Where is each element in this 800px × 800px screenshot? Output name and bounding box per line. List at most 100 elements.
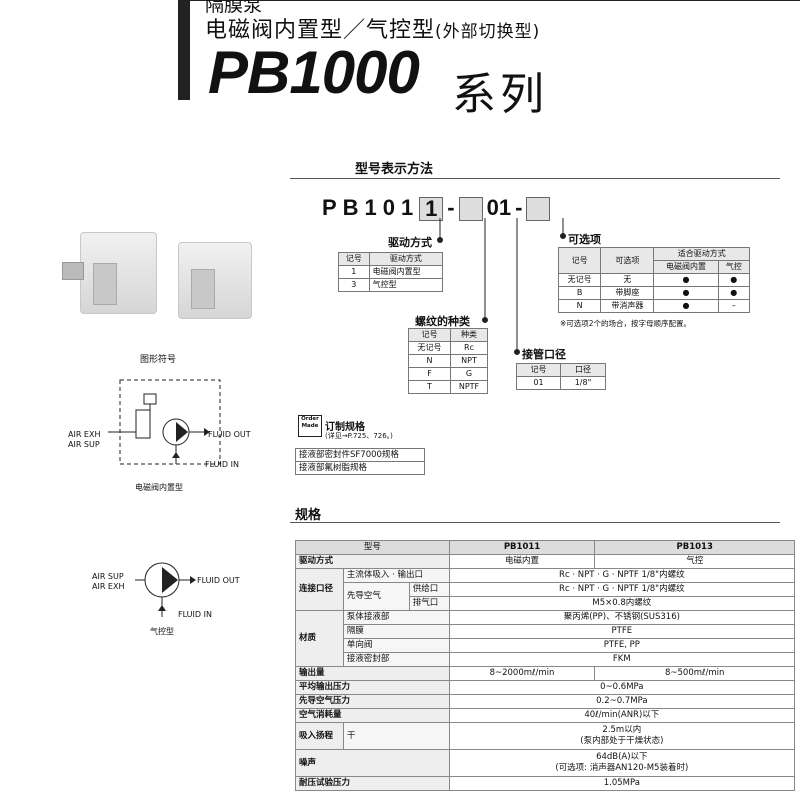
- port-title: 接管口径: [522, 348, 566, 361]
- option-header-air: 气控: [717, 260, 751, 274]
- cell: 0.2~0.7MPa: [448, 694, 796, 709]
- order-made-icon-top: Order: [301, 416, 319, 422]
- cell: 无记号: [557, 273, 602, 287]
- table-row: 单向阀 PTFE, PP: [296, 638, 796, 653]
- cell: 气控型: [368, 278, 444, 292]
- table-row: 材质 泵体接液部 聚丙烯(PP)、不锈钢(SUS316): [295, 610, 796, 667]
- cell: ●: [653, 286, 719, 300]
- model-title: PB1000: [208, 39, 420, 106]
- solenoid-symbol-diagram: [108, 379, 221, 465]
- table-row: 平均输出压力 0~0.6MPa: [295, 680, 796, 695]
- cell: NPT: [450, 354, 488, 368]
- cell: 材质: [295, 610, 344, 667]
- cell: 无记号: [408, 341, 451, 355]
- product-photo-air: [178, 242, 252, 319]
- cell: ●: [717, 273, 751, 287]
- cell: 先导空气压力: [295, 694, 450, 709]
- spec-title: 规格: [295, 508, 322, 523]
- table-row: 驱动方式 电磁内置 气控: [295, 554, 795, 569]
- air-symbol-diagram: [135, 562, 196, 617]
- option-header-solenoid: 电磁阀内置: [653, 260, 719, 274]
- cell: T: [408, 380, 451, 394]
- cell: 带脚座: [600, 286, 655, 300]
- drive-title: 驱动方式: [388, 236, 432, 249]
- cell: 2.5m以内(泵内部处于干燥状态): [448, 722, 796, 750]
- sol-fluid-in: FLUID IN: [205, 460, 239, 469]
- cell: Rc · NPT · G · NPTF 1/8"内螺纹: [448, 568, 796, 583]
- table-row: 接液部氟树脂规格: [295, 461, 425, 475]
- suction-note: (泵内部处于干燥状态): [580, 736, 664, 746]
- air-air-exh: AIR EXH: [92, 582, 125, 591]
- option-header-option: 可选项: [600, 247, 655, 274]
- code-dash: -: [515, 195, 523, 220]
- header-subtitle: 电磁阀内置型／气控型(外部切换型): [205, 12, 540, 44]
- cell: 接液密封部: [342, 652, 450, 667]
- cell: 耐压试验压力: [295, 776, 450, 791]
- code-option-box: [526, 197, 551, 222]
- cell: 0~0.6MPa: [448, 680, 796, 695]
- air-caption: 气控型: [150, 627, 174, 636]
- cell: N: [557, 299, 602, 313]
- product-panel: [191, 269, 215, 309]
- sol-fluid-out: FLUID OUT: [208, 430, 251, 439]
- thread-title: 螺纹的种类: [415, 315, 470, 328]
- noise-note: (可选项: 消声器AN120-M5装着时): [555, 763, 689, 773]
- cell: PTFE, PP: [448, 638, 796, 653]
- option-header-code: 记号: [557, 247, 602, 274]
- code-port: 01: [486, 195, 512, 220]
- product-foot: [62, 262, 84, 280]
- order-made-icon: Order Made: [298, 415, 322, 437]
- spec-header-model: 型号: [295, 540, 450, 555]
- cell: ●: [653, 273, 719, 287]
- header-top-rule: [190, 0, 800, 1]
- cell: 干: [342, 722, 450, 750]
- air-air-sup: AIR SUP: [92, 572, 124, 581]
- cell: 3: [338, 278, 370, 292]
- spec-table: 型号 PB1011 PB1013 驱动方式 电磁内置 气控 连接口径 主流体吸入…: [295, 540, 796, 791]
- cell: 平均输出压力: [295, 680, 450, 695]
- cell: 8~2000mℓ/min: [448, 666, 596, 681]
- cell: 01: [516, 376, 561, 390]
- cell: 气控: [594, 554, 795, 569]
- cell: F: [408, 367, 451, 381]
- order-made-table: 接液部密封件SF7000规格 接液部氟树脂规格: [295, 448, 425, 475]
- thread-header-code: 记号: [408, 328, 451, 342]
- port-header-code: 记号: [516, 363, 561, 377]
- spec-header-pb1013: PB1013: [594, 540, 795, 555]
- code-prefix: PB101: [322, 195, 420, 220]
- symbol-title: 图形符号: [140, 355, 177, 365]
- cell: 接液部氟树脂规格: [295, 461, 425, 475]
- spec-header-pb1011: PB1011: [448, 540, 596, 555]
- noise-value: 64dB(A)以下: [596, 752, 648, 762]
- table-row: 先导空气 供给口 Rc · NPT · G · NPTF 1/8"内螺纹: [296, 582, 796, 611]
- cell: 空气消耗量: [295, 708, 450, 723]
- table-row: 连接口径 主流体吸入 · 输出口 Rc · NPT · G · NPTF 1/8…: [295, 568, 796, 611]
- cell: 无: [600, 273, 655, 287]
- cell: 供给口: [408, 582, 450, 597]
- cell: 驱动方式: [295, 554, 450, 569]
- cell: –: [717, 299, 751, 313]
- ordering-rule: [290, 178, 780, 179]
- cell: 1/8": [559, 376, 607, 390]
- product-panel: [93, 263, 117, 305]
- cell: 吸入扬程: [295, 722, 344, 750]
- table-row: 耐压试验压力 1.05MPa: [295, 776, 796, 791]
- drive-header-type: 驱动方式: [368, 252, 444, 266]
- product-photo-solenoid: [80, 232, 157, 314]
- order-made-icon-bottom: Made: [301, 423, 319, 429]
- cell: 1: [338, 265, 370, 279]
- cell: M5×0.8内螺纹: [448, 596, 796, 611]
- table-row: 无记号无●●: [557, 273, 751, 287]
- option-header-drive: 适合驱动方式: [653, 247, 750, 261]
- table-row: 吸入扬程 干 2.5m以内(泵内部处于干燥状态): [295, 722, 796, 750]
- cell: FKM: [448, 652, 796, 667]
- cell: 先导空气: [342, 582, 410, 611]
